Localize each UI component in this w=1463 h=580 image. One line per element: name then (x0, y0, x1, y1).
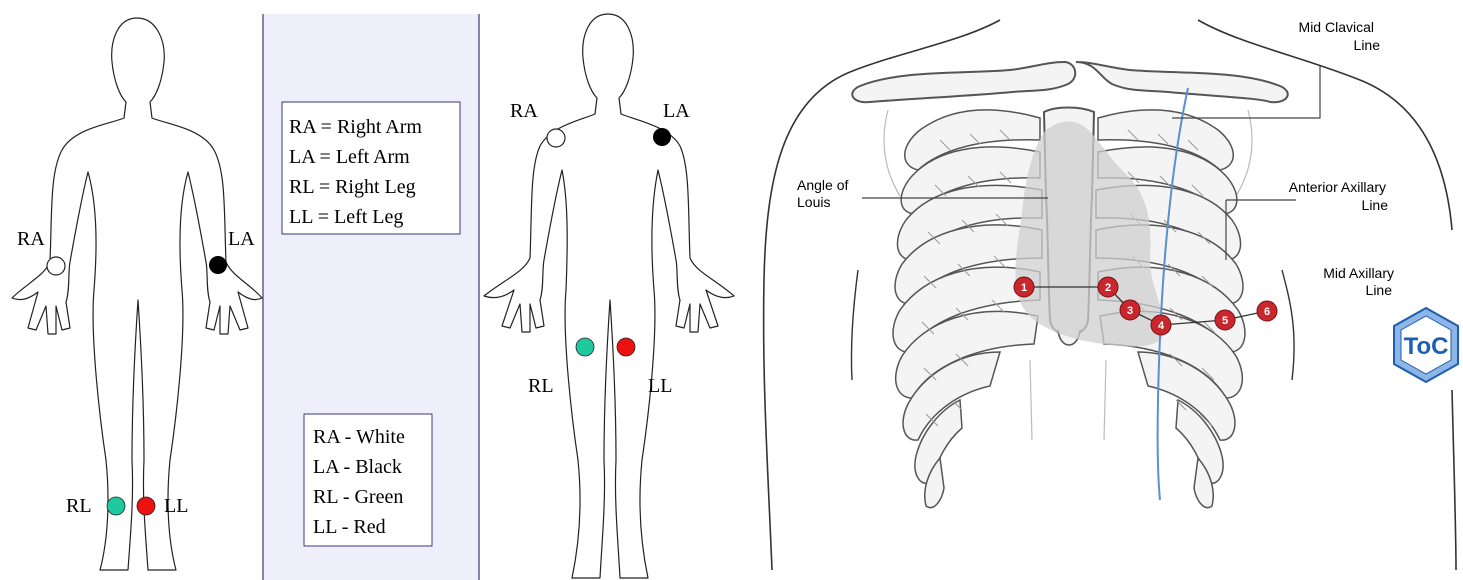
torso-ll-electrode (617, 338, 635, 356)
mid-axillary-label-1: Mid Axillary (1323, 265, 1394, 281)
angle-of-louis-label-2: Louis (797, 194, 830, 210)
color-ra: RA - White (313, 426, 405, 448)
torso-la-electrode (653, 128, 671, 146)
torso-rl-electrode (576, 338, 594, 356)
toc-button[interactable]: ToC (1394, 308, 1458, 382)
torso-la-label: LA (663, 100, 690, 122)
color-legend: RA - White LA - Black RL - Green LL - Re… (304, 414, 432, 546)
mid-axillary-label-2: Line (1366, 282, 1393, 298)
front-la-electrode (209, 256, 227, 274)
svg-text:2: 2 (1105, 282, 1111, 294)
electrode-v4: 4 (1151, 315, 1171, 335)
color-ll: LL - Red (313, 516, 386, 538)
left-clavicle (1076, 62, 1288, 102)
front-la-label: LA (228, 228, 255, 250)
anterior-axillary-label-1: Anterior Axillary (1289, 179, 1386, 195)
svg-text:5: 5 (1222, 315, 1228, 327)
electrode-v2: 2 (1098, 277, 1118, 297)
torso-rl-label: RL (528, 375, 554, 397)
color-la: LA - Black (313, 456, 402, 478)
front-ra-electrode (47, 257, 65, 275)
torso-ll-label: LL (648, 375, 672, 397)
abbrev-la: LA = Left Arm (289, 146, 410, 168)
front-rl-label: RL (66, 495, 92, 517)
color-rl: RL - Green (313, 486, 403, 508)
toc-label: ToC (1404, 333, 1449, 360)
electrode-v5: 5 (1215, 310, 1235, 330)
legend-panel: RA = Right Arm LA = Left Arm RL = Right … (263, 14, 479, 580)
electrode-v3: 3 (1120, 300, 1140, 320)
abbreviation-legend: RA = Right Arm LA = Left Arm RL = Right … (282, 102, 460, 234)
front-body-figure: RA LA RL LL (12, 18, 262, 570)
front-ll-label: LL (164, 495, 188, 517)
torso-placement-figure: RA LA RL LL (484, 14, 734, 578)
electrode-v1: 1 (1014, 277, 1034, 297)
front-rl-electrode (107, 497, 125, 515)
svg-text:3: 3 (1127, 305, 1133, 317)
right-ribs (893, 110, 1042, 508)
front-body-outline (12, 18, 262, 570)
torso-ra-label: RA (510, 100, 538, 122)
mid-clavical-label-2: Line (1354, 37, 1381, 53)
angle-of-louis-label-1: Angle of (797, 177, 848, 193)
electrode-v6: 6 (1257, 301, 1277, 321)
front-ra-label: RA (17, 228, 45, 250)
abbrev-ra: RA = Right Arm (289, 116, 422, 138)
anterior-axillary-label-2: Line (1362, 197, 1389, 213)
svg-text:4: 4 (1158, 320, 1165, 332)
torso-body-outline (484, 14, 734, 578)
chest-ribcage-diagram: Mid Clavical Line Angle of Louis Anterio… (764, 19, 1456, 570)
mid-clavical-label-1: Mid Clavical (1299, 19, 1374, 35)
svg-text:1: 1 (1021, 282, 1027, 294)
torso-ra-electrode (547, 129, 565, 147)
front-ll-electrode (137, 497, 155, 515)
right-clavicle (852, 62, 1075, 102)
abbrev-ll: LL = Left Leg (289, 206, 403, 228)
svg-text:6: 6 (1264, 306, 1270, 318)
abbrev-rl: RL = Right Leg (289, 176, 416, 198)
